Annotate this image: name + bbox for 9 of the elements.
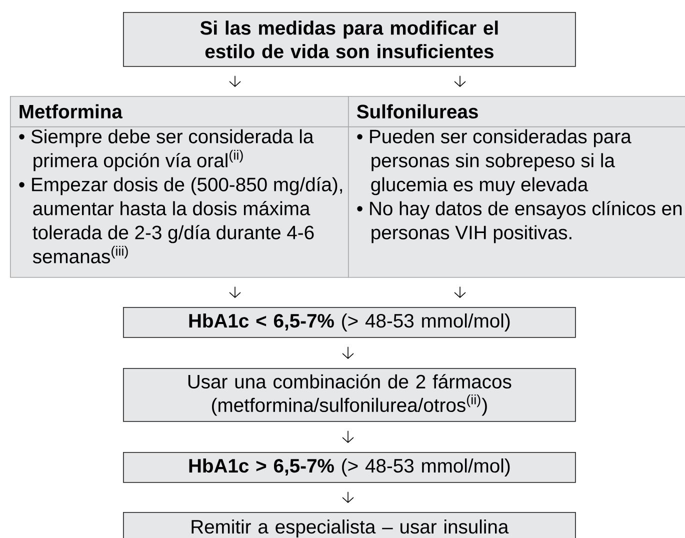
process-box: HbA1c < 6,5-7% (> 48-53 mmol/mol) <box>123 307 576 338</box>
arrow <box>342 346 354 359</box>
table-column: Sulfonilureas • Pueden ser consideradas para personas sin sobrepeso si la glucemia es muy elevada • No hay datos de ensayos clínicos en personas VIH positivas. <box>348 96 685 278</box>
process-box: Si las medidas para modificar el estilo de vida son insuficientes <box>123 12 576 67</box>
table-column: Metformina • Siempre debe ser considerada la primera opción vía oral$^{(ii)}$ • Empezar dosis de (500-850 mg/día), aumentar hasta la dosis máxima tolerada de 2-3 g/día durante 4-6 semanas$^{(iii)}$ <box>10 96 349 278</box>
process-box: Remitir a especialista – usar insulina <box>123 512 576 538</box>
arrow <box>342 430 354 443</box>
process-box: HbA1c > 6,5-7% (> 48-53 mmol/mol) <box>123 452 576 483</box>
process-box: Usar una combinación de 2 fármacos (metformina/sulfonilurea/otros$^{(ii)}$) <box>123 368 576 422</box>
